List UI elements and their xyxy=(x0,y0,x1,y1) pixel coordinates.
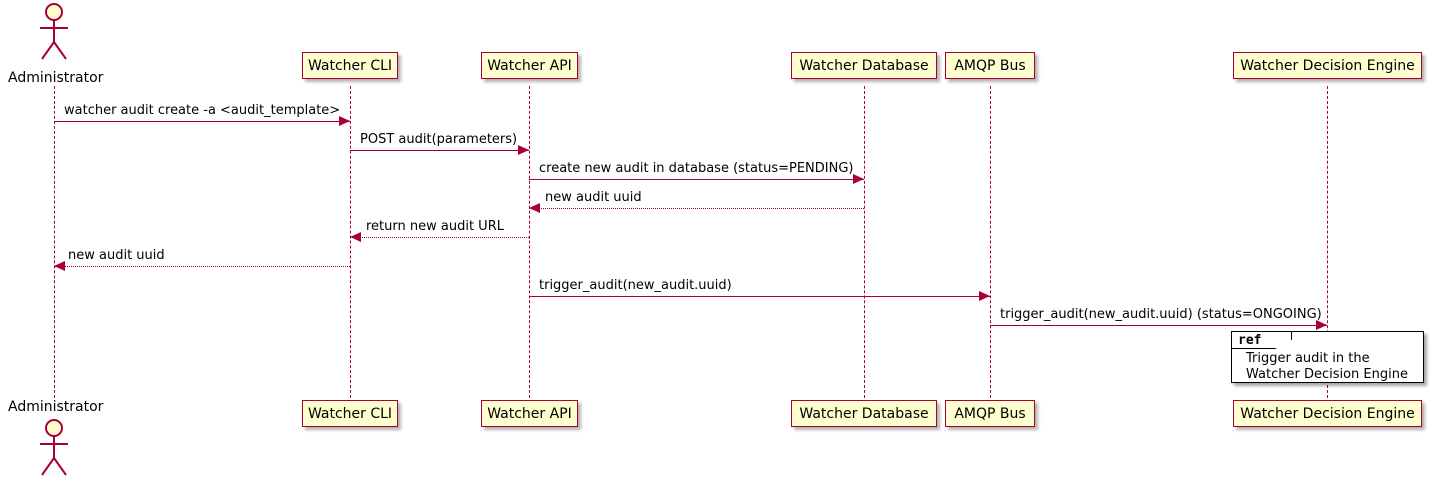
lifeline-api xyxy=(529,86,530,398)
arrowhead-post-audit xyxy=(518,145,529,155)
ref-fragment-body: Trigger audit in the Watcher Decision En… xyxy=(1246,351,1408,383)
message-label-post-audit: POST audit(parameters) xyxy=(360,132,518,147)
message-label-trigger-audit-ongoing: trigger_audit(new_audit.uuid) (status=ON… xyxy=(1000,307,1322,322)
message-label-trigger-audit: trigger_audit(new_audit.uuid) xyxy=(539,278,732,293)
arrowhead-watcher-audit-create xyxy=(339,116,350,126)
message-label-return-new-audit-url: return new audit URL xyxy=(366,219,504,234)
participant-box-db-bottom[interactable]: Watcher Database xyxy=(791,400,937,427)
participant-box-db-top[interactable]: Watcher Database xyxy=(791,52,937,79)
actor-label-admin-top: Administrator xyxy=(8,70,104,86)
message-line-trigger-audit-ongoing xyxy=(990,325,1327,326)
message-line-post-audit xyxy=(350,150,529,151)
message-line-watcher-audit-create xyxy=(54,121,350,122)
message-label-new-audit-uuid-db: new audit uuid xyxy=(545,190,642,205)
ref-fragment-line-1: Trigger audit in the xyxy=(1246,351,1370,366)
ref-fragment-line-2: Watcher Decision Engine xyxy=(1246,367,1408,382)
message-line-return-new-audit-url xyxy=(350,237,529,238)
message-label-create-new-audit: create new audit in database (status=PEN… xyxy=(539,161,854,176)
actor-label-admin-bottom: Administrator xyxy=(8,399,104,415)
actor-admin-bottom[interactable] xyxy=(31,418,77,478)
ref-fragment[interactable]: ref Trigger audit in the Watcher Decisio… xyxy=(1231,331,1424,383)
arrowhead-new-audit-uuid-db xyxy=(529,203,540,213)
ref-fragment-tab: ref xyxy=(1232,332,1292,349)
participant-box-cli-bottom[interactable]: Watcher CLI xyxy=(302,400,398,427)
arrowhead-trigger-audit-ongoing xyxy=(1316,320,1327,330)
message-line-create-new-audit xyxy=(529,179,864,180)
participant-box-engine-bottom[interactable]: Watcher Decision Engine xyxy=(1233,400,1422,427)
lifeline-cli xyxy=(350,86,351,398)
ref-fragment-keyword: ref xyxy=(1238,332,1262,348)
arrowhead-return-new-audit-url xyxy=(350,232,361,242)
arrowhead-create-new-audit xyxy=(853,174,864,184)
participant-box-amqp-top[interactable]: AMQP Bus xyxy=(945,52,1035,79)
participant-box-engine-top[interactable]: Watcher Decision Engine xyxy=(1233,52,1422,79)
participant-box-api-top[interactable]: Watcher API xyxy=(481,52,578,79)
lifeline-db xyxy=(864,86,865,398)
participant-box-cli-top[interactable]: Watcher CLI xyxy=(302,52,398,79)
message-line-new-audit-uuid-db xyxy=(529,208,864,209)
message-label-watcher-audit-create: watcher audit create -a <audit_template> xyxy=(64,103,341,118)
stick-figure-icon xyxy=(40,3,68,60)
participant-box-api-bottom[interactable]: Watcher API xyxy=(481,400,578,427)
participant-box-amqp-bottom[interactable]: AMQP Bus xyxy=(945,400,1035,427)
message-line-new-audit-uuid-cli xyxy=(54,266,350,267)
lifeline-engine xyxy=(1327,86,1328,398)
arrowhead-trigger-audit xyxy=(979,291,990,301)
stick-figure-icon xyxy=(40,419,68,476)
actor-admin-top[interactable] xyxy=(31,2,77,62)
lifeline-amqp xyxy=(990,86,991,398)
lifeline-admin xyxy=(54,86,55,398)
message-line-trigger-audit xyxy=(529,296,990,297)
arrowhead-new-audit-uuid-cli xyxy=(54,261,65,271)
message-label-new-audit-uuid-cli: new audit uuid xyxy=(68,248,165,263)
